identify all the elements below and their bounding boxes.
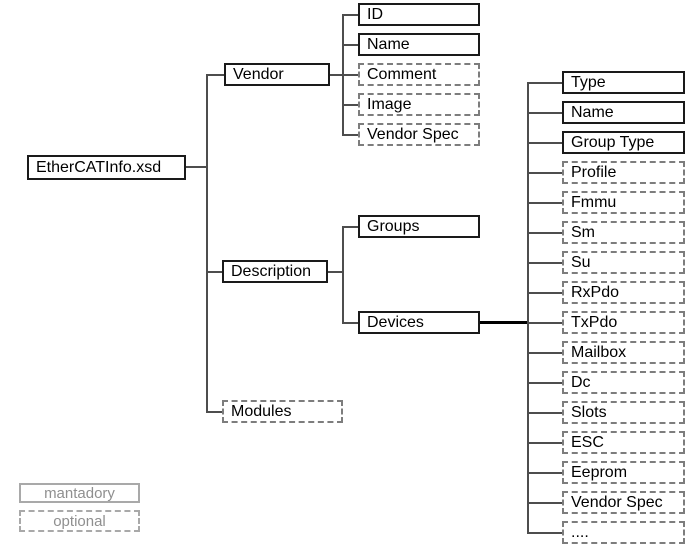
node-id: ID [358,3,480,26]
connector-line [328,271,344,273]
legend-mandatory-box: mantadory [19,483,140,503]
node-dc: Dc [562,371,685,394]
connector-line [342,322,358,324]
connector-line [527,322,562,324]
node-name: Name [358,33,480,56]
connector-line [342,104,358,106]
node-vendor: Vendor [224,63,330,86]
node-groups: Groups [358,215,480,238]
node-su: Su [562,251,685,274]
connector-line [527,472,562,474]
node-devices: Devices [358,311,480,334]
connector-line [206,74,224,76]
node-eeprom: Eeprom [562,461,685,484]
connector-line [527,232,562,234]
connector-line [206,271,222,273]
connector-line [527,82,562,84]
connector-line [527,502,562,504]
connector-line [527,112,562,114]
node-device-name: Name [562,101,685,124]
node-description: Description [222,260,328,283]
connector-line [480,321,529,324]
connector-line [527,82,529,534]
connector-line [342,134,358,136]
connector-line [342,226,344,324]
connector-line [527,202,562,204]
node-slots: Slots [562,401,685,424]
connector-line [527,412,562,414]
node-image: Image [358,93,480,116]
connector-line [527,442,562,444]
node-ellipsis: .... [562,521,685,544]
node-profile: Profile [562,161,685,184]
connector-line [342,44,358,46]
node-device-vendor-spec: Vendor Spec [562,491,685,514]
connector-line [527,382,562,384]
connector-line [342,226,358,228]
legend-optional-box: optional [19,510,140,532]
node-type: Type [562,71,685,94]
connector-line [527,142,562,144]
connector-line [206,411,222,413]
connector-line [186,166,208,168]
connector-line [527,172,562,174]
node-modules: Modules [222,400,343,423]
connector-line [330,74,344,76]
node-sm: Sm [562,221,685,244]
connector-line [342,14,358,16]
node-ethercatinfo-xsd: EtherCATInfo.xsd [27,155,186,180]
node-txpdo: TxPdo [562,311,685,334]
connector-line [527,352,562,354]
node-group-type: Group Type [562,131,685,154]
connector-line [527,532,562,534]
node-comment: Comment [358,63,480,86]
node-fmmu: Fmmu [562,191,685,214]
node-rxpdo: RxPdo [562,281,685,304]
connector-line [527,262,562,264]
connector-line [527,292,562,294]
node-mailbox: Mailbox [562,341,685,364]
connector-line [206,74,208,413]
node-esc: ESC [562,431,685,454]
connector-line [342,74,358,76]
node-vendor-spec: Vendor Spec [358,123,480,146]
